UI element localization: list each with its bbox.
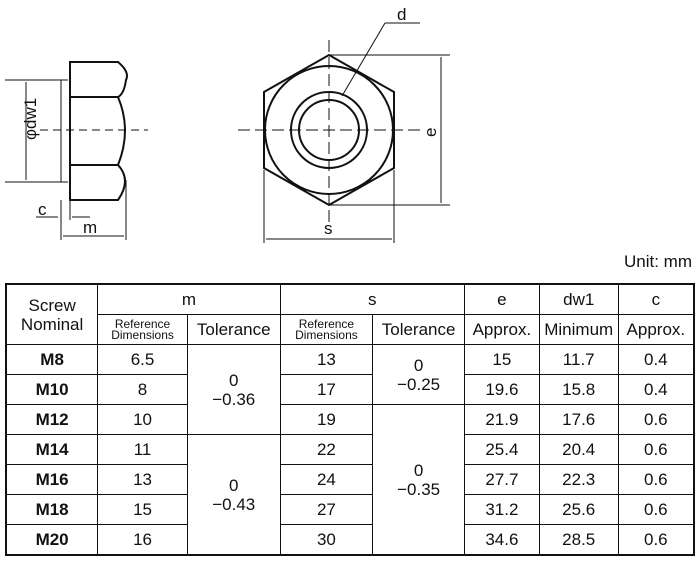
m-reference-cell: 16 (97, 524, 188, 556)
e-label: e (421, 128, 440, 137)
screw-nominal-cell: M10 (5, 374, 99, 405)
e-approx-cell: 15 (463, 344, 540, 375)
c-approx-cell: 0.4 (617, 344, 695, 375)
screw-nominal-cell: M14 (5, 434, 99, 465)
c-approx-cell: 0.6 (617, 524, 695, 556)
e-approx-cell: 25.4 (463, 434, 540, 465)
e-approx-cell: 34.6 (463, 524, 540, 556)
s-reference-cell: 19 (279, 404, 374, 435)
screw-nominal-cell: M16 (5, 464, 99, 495)
header-s-tolerance: Tolerance (372, 314, 465, 345)
e-approx-cell: 31.2 (463, 494, 540, 525)
screw-nominal-cell: M20 (5, 524, 99, 556)
dw1-minimum-cell: 28.5 (538, 524, 619, 556)
d-leader-line (341, 22, 386, 97)
side-view (60, 61, 128, 201)
nut-dimensions-table: Screw Nominal m s e dw1 c Reference Dime… (5, 283, 695, 556)
header-row: Screw Nominal m s e dw1 c (5, 283, 695, 345)
e-approx-cell: 19.6 (463, 374, 540, 405)
tolerance-lower: −0.25 (397, 374, 441, 394)
s-tolerance-cell: 0−0.25 (372, 344, 465, 405)
screw-nominal-cell: M8 (5, 344, 99, 375)
dw1-minimum-cell: 15.8 (538, 374, 619, 405)
header-m: m (97, 283, 281, 315)
header-screw-nominal: Screw Nominal (5, 283, 99, 345)
d-label: d (397, 5, 406, 24)
subheader-row: Reference Dimensions Tolerance Reference… (6, 314, 695, 345)
c-approx-cell: 0.4 (617, 374, 695, 405)
tolerance-upper: 0 (229, 370, 239, 390)
s-label: s (324, 219, 333, 238)
tolerance-upper: 0 (413, 355, 424, 375)
hex-nut-drawing: φdw1 c m d e s (5, 5, 450, 243)
dw1-label: φdw1 (21, 98, 40, 140)
c-approx-cell: 0.6 (617, 404, 695, 435)
m-reference-cell: 11 (97, 434, 188, 465)
c-approx-cell: 0.6 (617, 494, 695, 525)
m-tolerance-cell: 0−0.36 (186, 344, 281, 435)
header-c-approx: Approx. (617, 314, 695, 345)
s-reference-cell: 30 (279, 524, 374, 556)
header-s-reference: Reference Dimensions (279, 314, 374, 345)
unit-label: Unit: mm (624, 252, 692, 271)
s-reference-cell: 27 (279, 494, 374, 525)
tolerance-upper: 0 (413, 460, 424, 480)
e-approx-cell: 21.9 (463, 404, 540, 435)
m-label: m (83, 218, 97, 237)
s-reference-cell: 22 (279, 434, 374, 465)
m-reference-cell: 13 (97, 464, 188, 495)
header-e-approx: Approx. (463, 314, 540, 345)
s-reference-cell: 13 (279, 344, 374, 375)
header-m-reference: Reference Dimensions (97, 314, 188, 345)
tolerance-lower: −0.35 (397, 479, 441, 499)
c-approx-cell: 0.6 (617, 464, 695, 495)
header-m-tolerance: Tolerance (186, 314, 281, 345)
dw1-minimum-cell: 25.6 (538, 494, 619, 525)
m-reference-cell: 10 (97, 404, 188, 435)
screw-nominal-cell: M18 (5, 494, 99, 525)
header-e: e (463, 283, 540, 315)
s-reference-cell: 24 (279, 464, 374, 495)
tolerance-lower: −0.36 (212, 389, 256, 409)
m-reference-cell: 6.5 (97, 344, 188, 375)
header-dw1: dw1 (538, 283, 619, 315)
m-tolerance-cell: 0−0.43 (186, 434, 281, 556)
dw1-minimum-cell: 20.4 (538, 434, 619, 465)
s-tolerance-cell: 0−0.35 (372, 404, 465, 556)
c-label: c (38, 200, 47, 219)
m-reference-cell: 8 (97, 374, 188, 405)
s-reference-cell: 17 (279, 374, 374, 405)
dw1-minimum-cell: 17.6 (538, 404, 619, 435)
tolerance-lower: −0.43 (212, 494, 256, 514)
header-s: s (279, 283, 465, 315)
header-c: c (617, 283, 695, 315)
screw-nominal-cell: M12 (5, 404, 99, 435)
dw1-minimum-cell: 11.7 (538, 344, 619, 375)
tolerance-upper: 0 (229, 475, 239, 495)
dw1-minimum-cell: 22.3 (538, 464, 619, 495)
m-reference-cell: 15 (97, 494, 188, 525)
c-approx-cell: 0.6 (617, 434, 695, 465)
e-approx-cell: 27.7 (463, 464, 540, 495)
header-dw1-minimum: Minimum (538, 314, 619, 345)
